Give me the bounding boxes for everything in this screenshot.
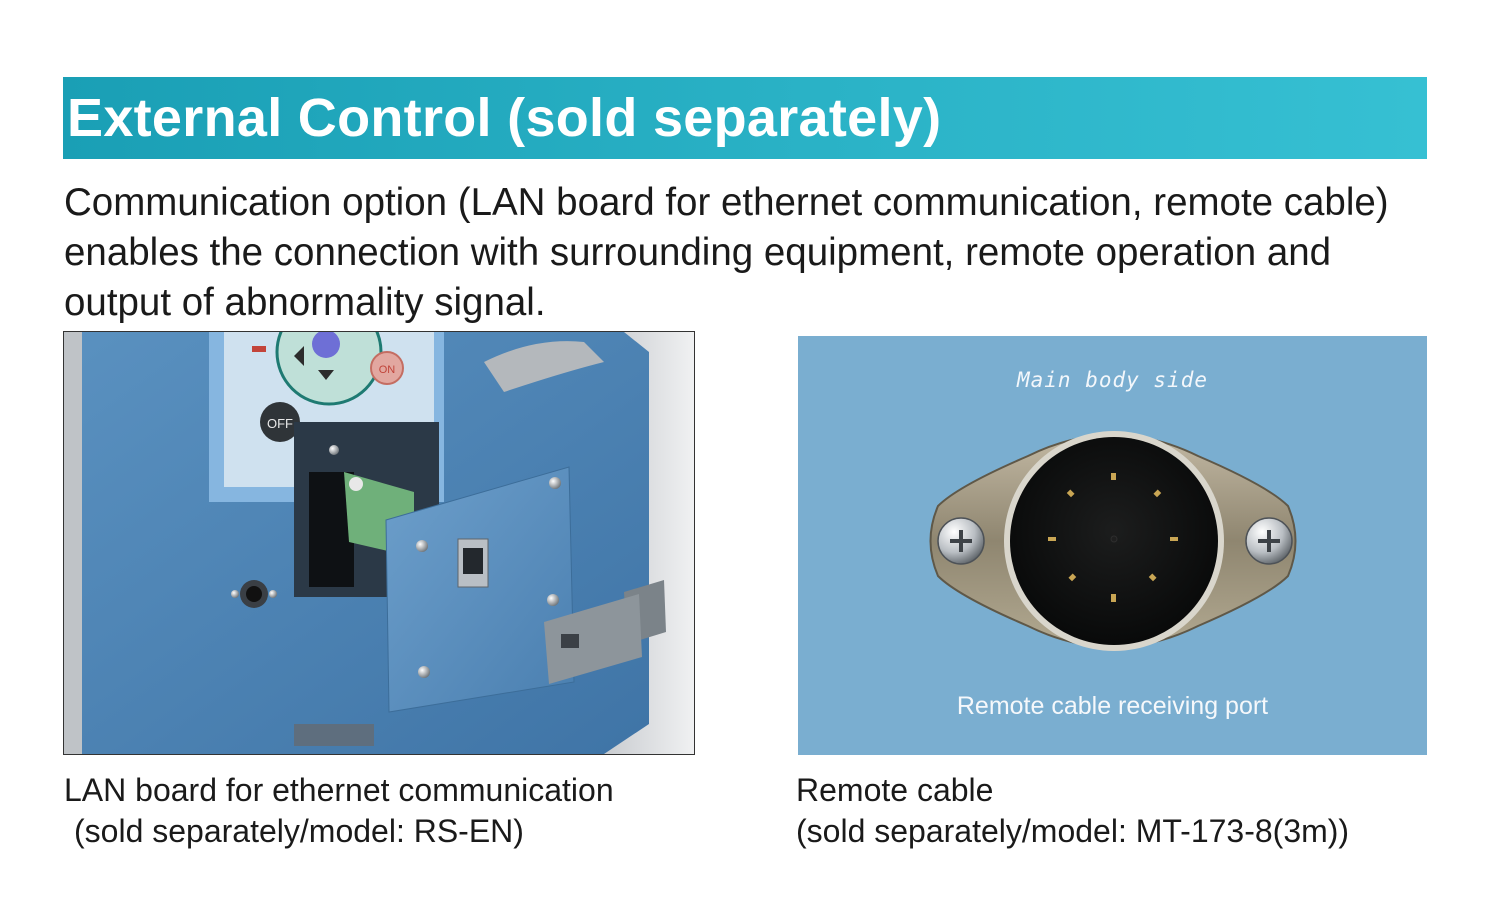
- receiving-port-label: Remote cable receiving port: [956, 692, 1269, 720]
- remote-cable-caption-model: (sold separately/model: MT-173-8(3m)): [796, 813, 1350, 849]
- main-body-side-label: Main body side: [1016, 368, 1208, 392]
- off-button-label: OFF: [267, 416, 293, 431]
- lan-board-caption-model: (sold separately/model: RS-EN): [74, 813, 524, 849]
- remote-cable-caption-title: Remote cable: [796, 772, 994, 808]
- lan-board-caption: LAN board for ethernet communication (so…: [64, 770, 614, 852]
- section-title: External Control (sold separately): [67, 88, 942, 148]
- intro-paragraph: Communication option (LAN board for ethe…: [64, 181, 1389, 324]
- lan-board-photo: OFF ON: [63, 331, 695, 755]
- section-title-bar: External Control (sold separately): [63, 77, 1427, 159]
- on-button-label: ON: [379, 364, 396, 376]
- lan-board-caption-title: LAN board for ethernet communication: [64, 772, 614, 808]
- remote-port-photo: Main body side Remote cable receiving po…: [798, 336, 1427, 755]
- remote-cable-caption: Remote cable (sold separately/model: MT-…: [796, 770, 1349, 852]
